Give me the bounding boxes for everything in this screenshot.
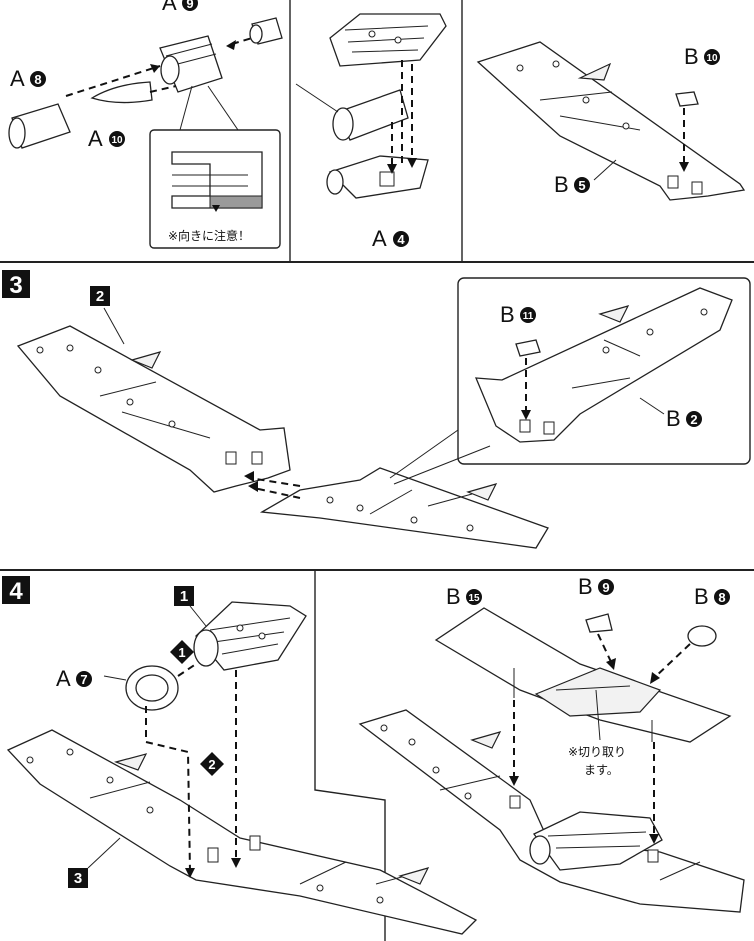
small-part-b8 <box>650 625 717 684</box>
cut-note-line-1: ※切り取り <box>568 745 626 759</box>
small-part-b11 <box>515 339 541 420</box>
wing-top-part-b15 <box>434 607 732 743</box>
ref-square-1: 1 <box>174 586 207 627</box>
engine-cap-part <box>249 17 283 45</box>
svg-text:A: A <box>162 0 177 15</box>
wing-part-b5 <box>476 41 746 201</box>
step-3-number: 3 <box>9 272 22 299</box>
engine-intake-part <box>295 83 409 141</box>
small-part-b10 <box>675 91 699 172</box>
step-4-right-body <box>358 709 745 913</box>
left-wing-part-2 <box>16 325 291 493</box>
svg-text:1: 1 <box>180 588 188 605</box>
svg-text:B: B <box>694 584 709 609</box>
ref-square-2: 2 <box>90 286 125 345</box>
small-part-b9 <box>585 613 616 670</box>
svg-text:9: 9 <box>186 0 193 11</box>
step-4-number: 4 <box>9 578 23 605</box>
svg-text:A: A <box>88 126 103 151</box>
svg-text:11: 11 <box>523 311 534 322</box>
engine-arrows <box>65 37 253 97</box>
svg-text:B: B <box>554 172 569 197</box>
order-mark-1 <box>170 640 197 677</box>
order-mark-2-number: 2 <box>208 757 215 772</box>
ref-square-3: 3 <box>68 837 121 888</box>
svg-text:B: B <box>684 44 699 69</box>
label-a4: A 4 <box>372 226 409 251</box>
svg-text:B: B <box>500 302 515 327</box>
label-b5: B 5 <box>554 159 617 197</box>
svg-text:A: A <box>372 226 387 251</box>
right-wing-lower-part <box>259 467 549 549</box>
step-3-arrows <box>244 471 301 499</box>
step-3-badge <box>2 270 30 298</box>
svg-text:8: 8 <box>718 590 725 605</box>
order-mark-1-number: 1 <box>178 645 185 660</box>
svg-text:8: 8 <box>34 72 41 87</box>
label-a9: A 9 <box>162 0 198 15</box>
svg-text:A: A <box>56 666 71 691</box>
svg-text:B: B <box>578 574 593 599</box>
cut-note-leader <box>595 689 601 741</box>
svg-text:7: 7 <box>80 672 87 687</box>
svg-text:B: B <box>446 584 461 609</box>
label-b15: B 15 <box>446 584 482 609</box>
svg-text:2: 2 <box>96 288 104 305</box>
svg-text:4: 4 <box>397 232 405 247</box>
cut-note-line-2: ます。 <box>584 763 619 777</box>
step-4-left-wing-part-3 <box>6 729 478 935</box>
svg-text:10: 10 <box>111 135 123 146</box>
intake-ring-part-a7 <box>103 665 179 711</box>
orientation-detail-inset <box>149 85 281 249</box>
step-3-inset <box>389 277 751 485</box>
svg-text:A: A <box>10 66 25 91</box>
label-a10: A 10 <box>88 126 125 151</box>
fuselage-arrows <box>387 60 417 174</box>
step-4-badge <box>2 576 30 604</box>
order-mark-2 <box>200 752 224 776</box>
svg-text:B: B <box>666 406 681 431</box>
label-b9: B 9 <box>578 574 614 599</box>
fuselage-bottom-part-a4 <box>326 155 429 199</box>
label-b10: B 10 <box>684 44 720 69</box>
label-a7: A 7 <box>56 666 92 691</box>
fuselage-top-half <box>329 13 447 67</box>
subassembly-1-fuselage <box>193 601 307 671</box>
label-a8: A 8 <box>10 66 46 91</box>
svg-text:15: 15 <box>468 593 480 604</box>
label-b11: B 11 <box>500 302 536 327</box>
svg-text:9: 9 <box>602 580 609 595</box>
label-b2: B 2 <box>639 397 702 431</box>
engine-nozzle-part-a8 <box>8 103 71 149</box>
step-4-left-arrows <box>145 670 241 878</box>
svg-text:2: 2 <box>690 412 697 427</box>
orientation-note: ※向きに注意！ <box>168 228 250 243</box>
svg-text:10: 10 <box>706 53 718 64</box>
step-4-right-arrows <box>509 700 659 844</box>
svg-text:3: 3 <box>74 870 82 887</box>
engine-block-part-a9 <box>159 35 223 93</box>
svg-text:5: 5 <box>578 178 585 193</box>
label-b8: B 8 <box>694 584 730 609</box>
